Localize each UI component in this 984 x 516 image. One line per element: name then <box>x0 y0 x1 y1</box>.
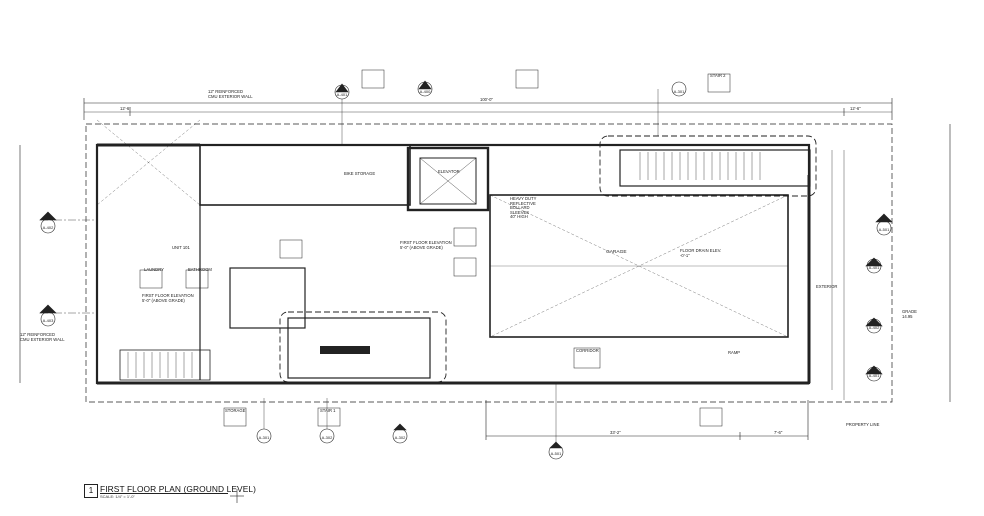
label-storage: STORAGE <box>225 408 246 413</box>
label-unit: UNIT 101 <box>172 245 190 250</box>
sheet-tag: A-501 <box>878 227 890 232</box>
label-grade: GRADE 14.95 <box>902 309 917 319</box>
drawing-number: 1 <box>84 484 98 498</box>
label-corridor: CORRIDOR <box>576 348 599 353</box>
label-elevator: ELEVATOR <box>438 169 460 174</box>
sheet-tag: A-301 <box>673 89 685 94</box>
label-bathroom: BATHROOM <box>188 267 212 272</box>
label-first-floor-elevation-mid: FIRST FLOOR ELEVATION 5'-0" (ABOVE GRADE… <box>400 240 452 250</box>
sheet-tag: A-302 <box>321 435 333 440</box>
sheet-tag: A-401 <box>868 265 880 270</box>
sheet-tag: A-301 <box>258 435 270 440</box>
sheet-tag: A-400 <box>419 89 431 94</box>
label-garage: GARAGE <box>606 250 627 255</box>
label-laundry: LAUNDRY <box>144 267 164 272</box>
sheet-tag: A-401 <box>868 373 880 378</box>
title-underline <box>100 493 228 494</box>
sheet-tag: A-403 <box>42 318 54 323</box>
label-first-floor-elevation-left: FIRST FLOOR ELEVATION 5'-0" (ABOVE GRADE… <box>142 293 194 303</box>
label-stair-1: STAIR 1 <box>320 408 336 413</box>
label-reinforced-left: 12" REINFORCED CMU EXTERIOR WALL <box>20 332 65 342</box>
label-property-line: PROPERTY LINE <box>846 422 880 427</box>
dim-right: 12'-6" <box>850 106 861 111</box>
sheet-tag: A-402 <box>42 225 54 230</box>
label-heavy-duty: HEAVY DUTY REFLECTIVE BOLLARD SLEEVES 40… <box>510 196 537 220</box>
sheet-tag: A-401 <box>336 92 348 97</box>
dim-bottom-a: 33'-2" <box>610 430 621 435</box>
sheet-tag: A-501 <box>550 451 562 456</box>
label-stair-2: STAIR 2 <box>710 73 726 78</box>
sheet-tag: A-402 <box>868 325 880 330</box>
label-floor-drain: FLOOR DRAIN ELEV. -0'-1" <box>680 248 722 258</box>
label-reinforced-top: 12" REINFORCED CMU EXTERIOR WALL <box>208 89 253 99</box>
dim-left: 12'-6" <box>120 106 131 111</box>
label-ramp: RAMP <box>728 350 741 355</box>
dim-overall: 100'-0" <box>480 97 493 102</box>
label-bike-storage: BIKE STORAGE <box>344 171 376 176</box>
drawing-scale: SCALE: 1/4" = 1'-0" <box>100 494 135 499</box>
drawing-title: FIRST FLOOR PLAN (GROUND LEVEL) <box>100 484 257 494</box>
label-exterior: EXTERIOR <box>816 284 838 289</box>
sheet-tag: A-302 <box>394 435 406 440</box>
dim-bottom-b: 7'-6" <box>774 430 783 435</box>
